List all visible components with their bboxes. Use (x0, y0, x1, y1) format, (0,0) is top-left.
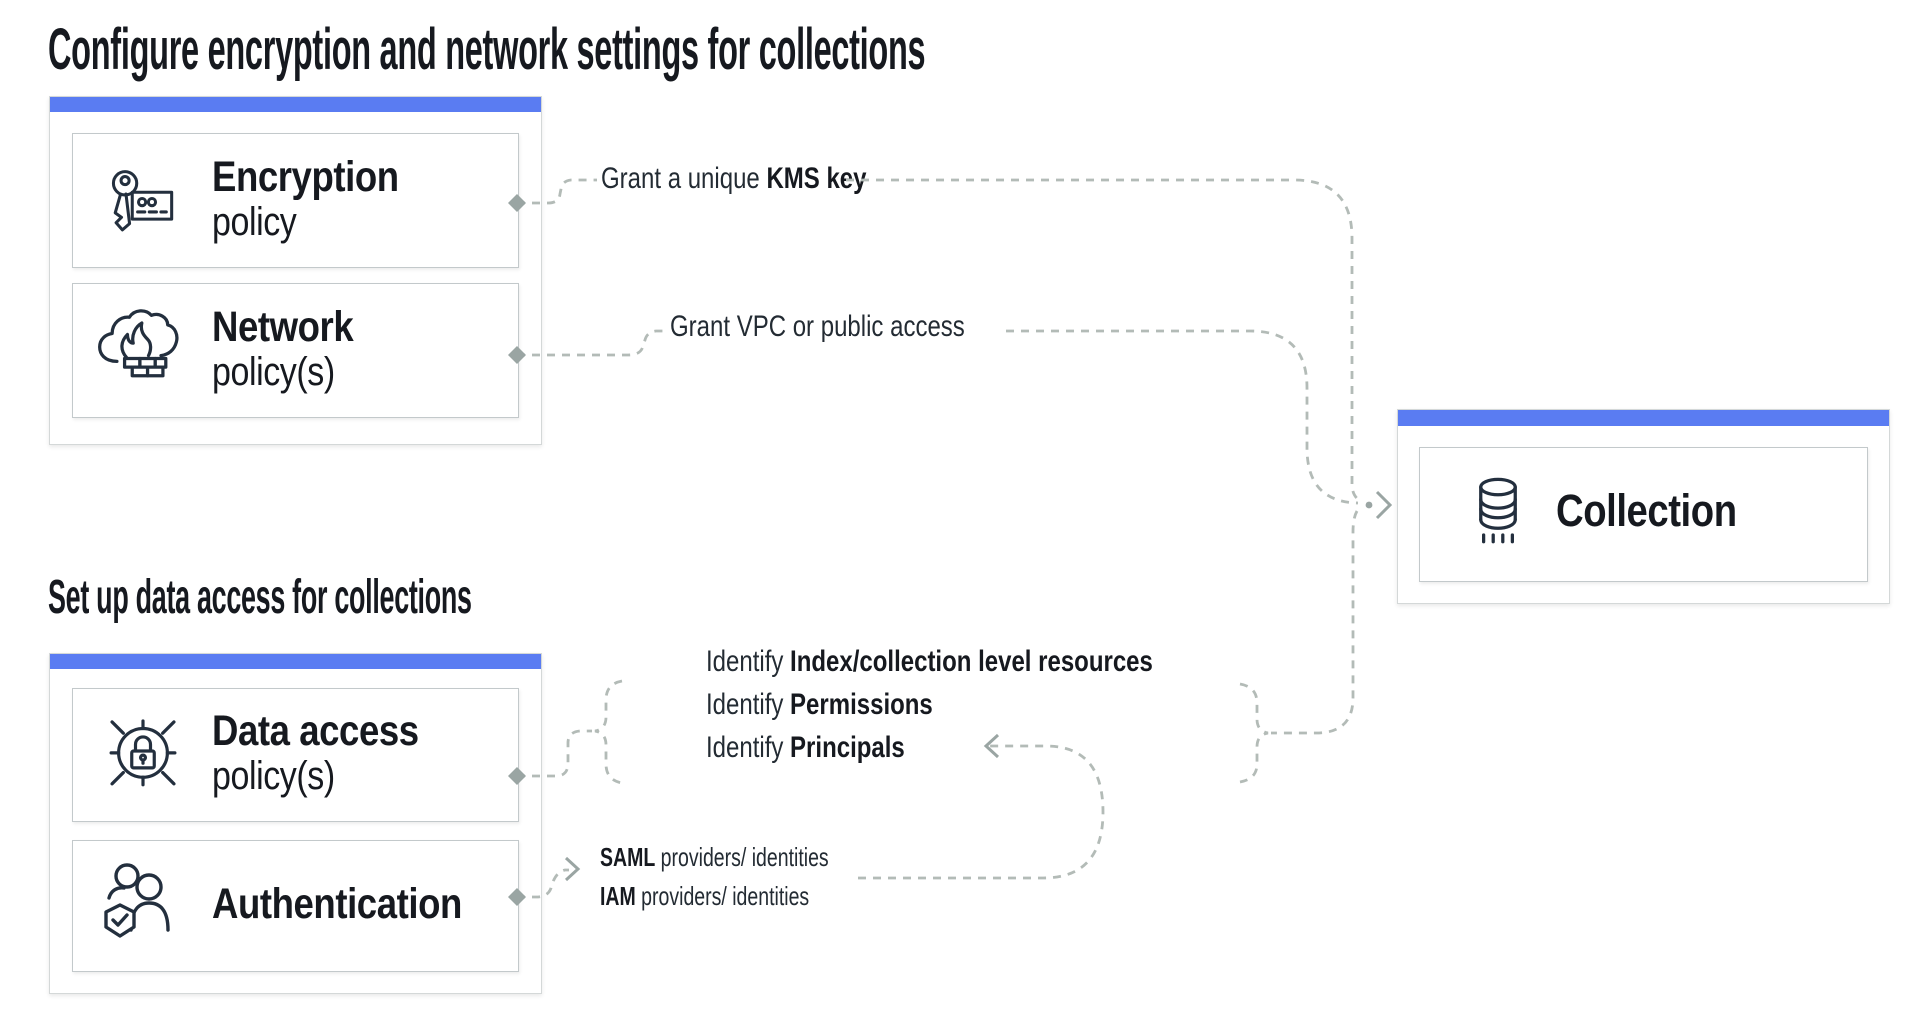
database-cylinder-icon (1479, 477, 1517, 544)
annotation-kms-prefix: Grant a unique (601, 162, 767, 195)
identify-right-brace (1239, 682, 1269, 784)
card-accent-bar (50, 654, 541, 669)
card-accent-bar (50, 97, 541, 112)
annotation-kms-key: Grant a unique KMS key (601, 162, 867, 196)
data-access-lock-icon (109, 719, 177, 787)
network-policy-title: Network (212, 303, 354, 351)
network-firewall-icon (98, 309, 179, 378)
users-shield-icon (104, 863, 170, 938)
encryption-policy-title: Encryption (212, 153, 399, 201)
authentication-box (72, 840, 519, 972)
annotation-iam-providers: IAM providers/ identities (600, 881, 810, 911)
collection-box (1419, 447, 1868, 582)
kms-key-icon (111, 170, 174, 232)
collection-arrowhead (1375, 490, 1393, 520)
card-accent-bar (1398, 410, 1889, 426)
authentication-label: Authentication (212, 882, 462, 927)
annotation-identify-list: Identify Index/collection level resource… (706, 640, 1153, 769)
collection-label: Collection (1556, 488, 1737, 533)
annotation-saml-providers: SAML providers/ identities (600, 842, 829, 872)
collection-arrow-dot (1365, 501, 1373, 509)
authentication-title: Authentication (212, 880, 462, 928)
data-access-policy-subtitle: policy(s) (212, 754, 335, 798)
encryption-policy-label: Encryption policy (212, 155, 399, 245)
identify-left-brace (594, 679, 623, 785)
annotation-kms-bold: KMS key (766, 162, 867, 195)
annotation-vpc-access: Grant VPC or public access (670, 310, 965, 344)
collection-title: Collection (1556, 485, 1737, 536)
annotation-identify-resources: Identify Index/collection level resource… (706, 645, 1153, 678)
network-policy-label: Network policy(s) (212, 303, 354, 395)
network-policy-box (72, 283, 519, 418)
section-title-encryption-network: Configure encryption and network setting… (48, 17, 926, 82)
annotation-identify-principals: Identify Principals (706, 731, 905, 764)
annotation-vpc-text: Grant VPC or public access (670, 310, 965, 343)
annotation-providers-list: SAML providers/ identities IAM providers… (600, 838, 829, 916)
encryption-policy-subtitle: policy (212, 200, 297, 244)
annotation-identify-permissions: Identify Permissions (706, 688, 933, 721)
data-access-policy-label: Data access policy(s) (212, 709, 419, 799)
connector-collection-to-identify (1271, 510, 1359, 735)
providers-arrowhead (564, 856, 581, 882)
connector-vpc-to-collection (1006, 329, 1359, 505)
network-policy-subtitle: policy(s) (212, 350, 335, 394)
section-title-data-access: Set up data access for collections (48, 571, 472, 624)
data-access-policy-title: Data access (212, 707, 419, 755)
